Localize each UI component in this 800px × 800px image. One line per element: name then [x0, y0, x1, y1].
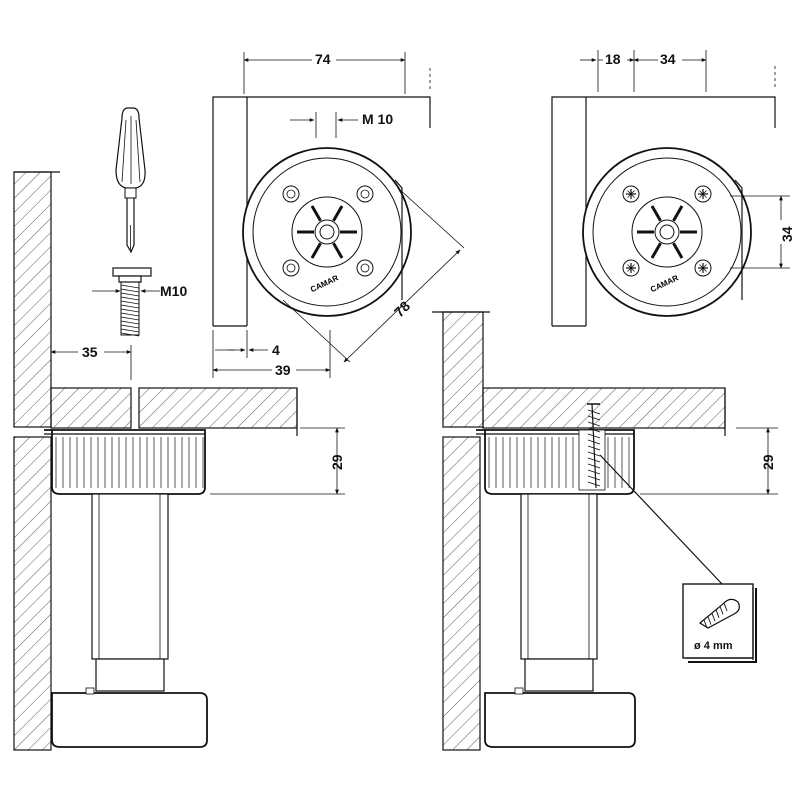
top-left-plan-view: CAMAR 74 M 10 78 4 39: [212, 50, 465, 378]
left-side-panel: [13, 171, 52, 428]
dim-height-left: 29: [329, 454, 345, 470]
right-foot: [484, 692, 636, 748]
screwdriver-icon: [115, 107, 146, 254]
right-leg-collar: [524, 658, 594, 692]
dim-offset-34-top: 34: [660, 51, 676, 67]
dim-offset-18: 18: [605, 51, 621, 67]
left-leg-collar: [95, 658, 165, 692]
left-foot: [51, 692, 208, 748]
right-side-panel: [442, 311, 484, 428]
left-ribbed-cup: [44, 429, 206, 495]
dim-height-right: 29: [760, 454, 776, 470]
top-right-plan-view: CAMAR 18 34 34: [551, 50, 795, 327]
dim-height-34: 34: [779, 226, 795, 242]
dim-hole-offset: 35: [82, 344, 98, 360]
right-leg-tube: [520, 493, 598, 660]
right-base-panel: [482, 387, 726, 429]
left-base-panel: [50, 387, 132, 429]
dim-diagonal: 78: [391, 298, 413, 320]
wood-screw-icon: [698, 598, 740, 629]
dim-small-offset: 4: [272, 342, 280, 358]
right-ribbed-cup: [476, 403, 635, 495]
left-assembly: M10 35 29: [13, 107, 345, 751]
screw-callout: ø 4 mm: [682, 583, 757, 663]
left-base-panel-right: [138, 387, 298, 429]
m10-screw-icon: [112, 267, 152, 337]
plan-disc-right: CAMAR: [582, 147, 752, 317]
plan-disc-left: CAMAR: [242, 147, 412, 317]
dim-thread-screw: M10: [160, 283, 187, 299]
right-lower-panel: [442, 436, 481, 751]
dim-thread-top: M 10: [362, 111, 393, 127]
right-assembly: 29 ø 4 mm: [432, 311, 778, 751]
left-lower-panel: [13, 436, 52, 751]
screw-diameter-label: ø 4 mm: [694, 640, 733, 652]
left-leg-tube: [91, 493, 169, 660]
dim-base-offset: 39: [275, 362, 291, 378]
dim-side-width: 74: [315, 51, 331, 67]
